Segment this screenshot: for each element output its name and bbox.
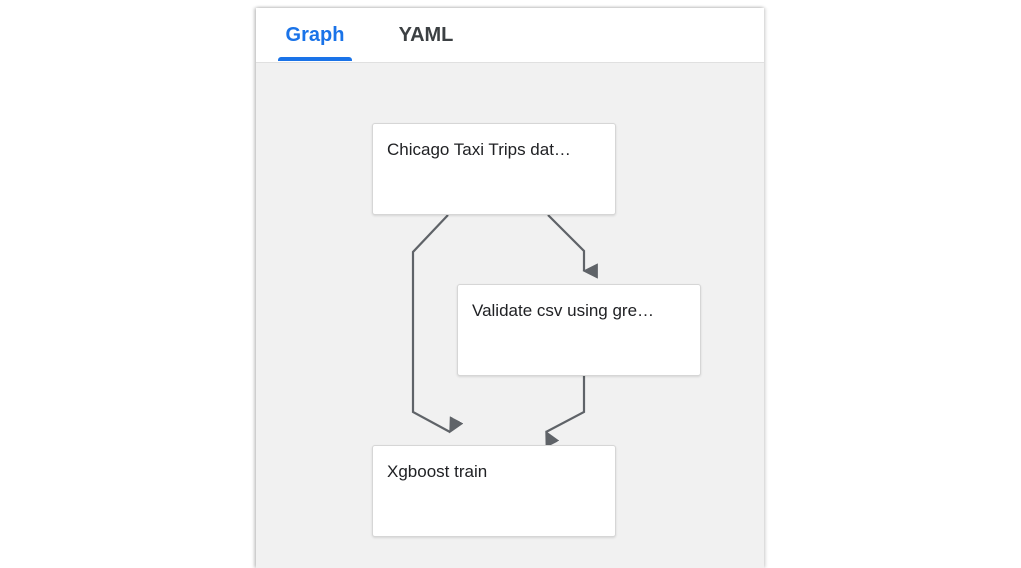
tab-graph[interactable]: Graph bbox=[285, 23, 345, 46]
node-label: Chicago Taxi Trips dat… bbox=[387, 140, 571, 159]
node-chicago-taxi-trips[interactable]: Chicago Taxi Trips dat… bbox=[372, 123, 616, 215]
active-tab-indicator bbox=[278, 57, 352, 61]
tab-bar: Graph YAML bbox=[256, 8, 764, 63]
tab-yaml[interactable]: YAML bbox=[398, 23, 454, 46]
node-label: Xgboost train bbox=[387, 462, 488, 481]
node-xgboost-train[interactable]: Xgboost train bbox=[372, 445, 616, 537]
node-validate-csv[interactable]: Validate csv using gre… bbox=[457, 284, 701, 376]
node-label: Validate csv using gre… bbox=[472, 301, 655, 320]
